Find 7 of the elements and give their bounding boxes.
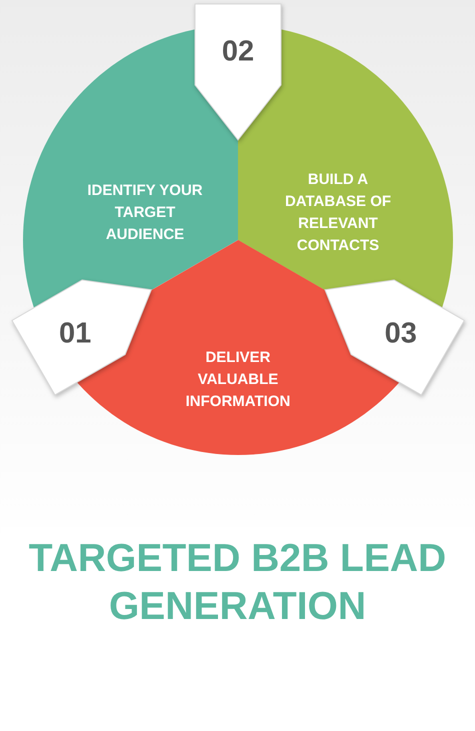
title: TARGETED B2B LEAD GENERATION: [28, 536, 448, 630]
step-number: 02: [222, 36, 254, 68]
sector-label: BUILD A DATABASE OF RELEVANT CONTACTS: [284, 170, 392, 256]
sector-label: IDENTIFY YOUR TARGET AUDIENCE: [86, 181, 204, 245]
sector-label: DELIVER VALUABLE INFORMATION: [184, 348, 292, 412]
step-number: 03: [384, 317, 417, 350]
step-number: 01: [59, 317, 92, 350]
